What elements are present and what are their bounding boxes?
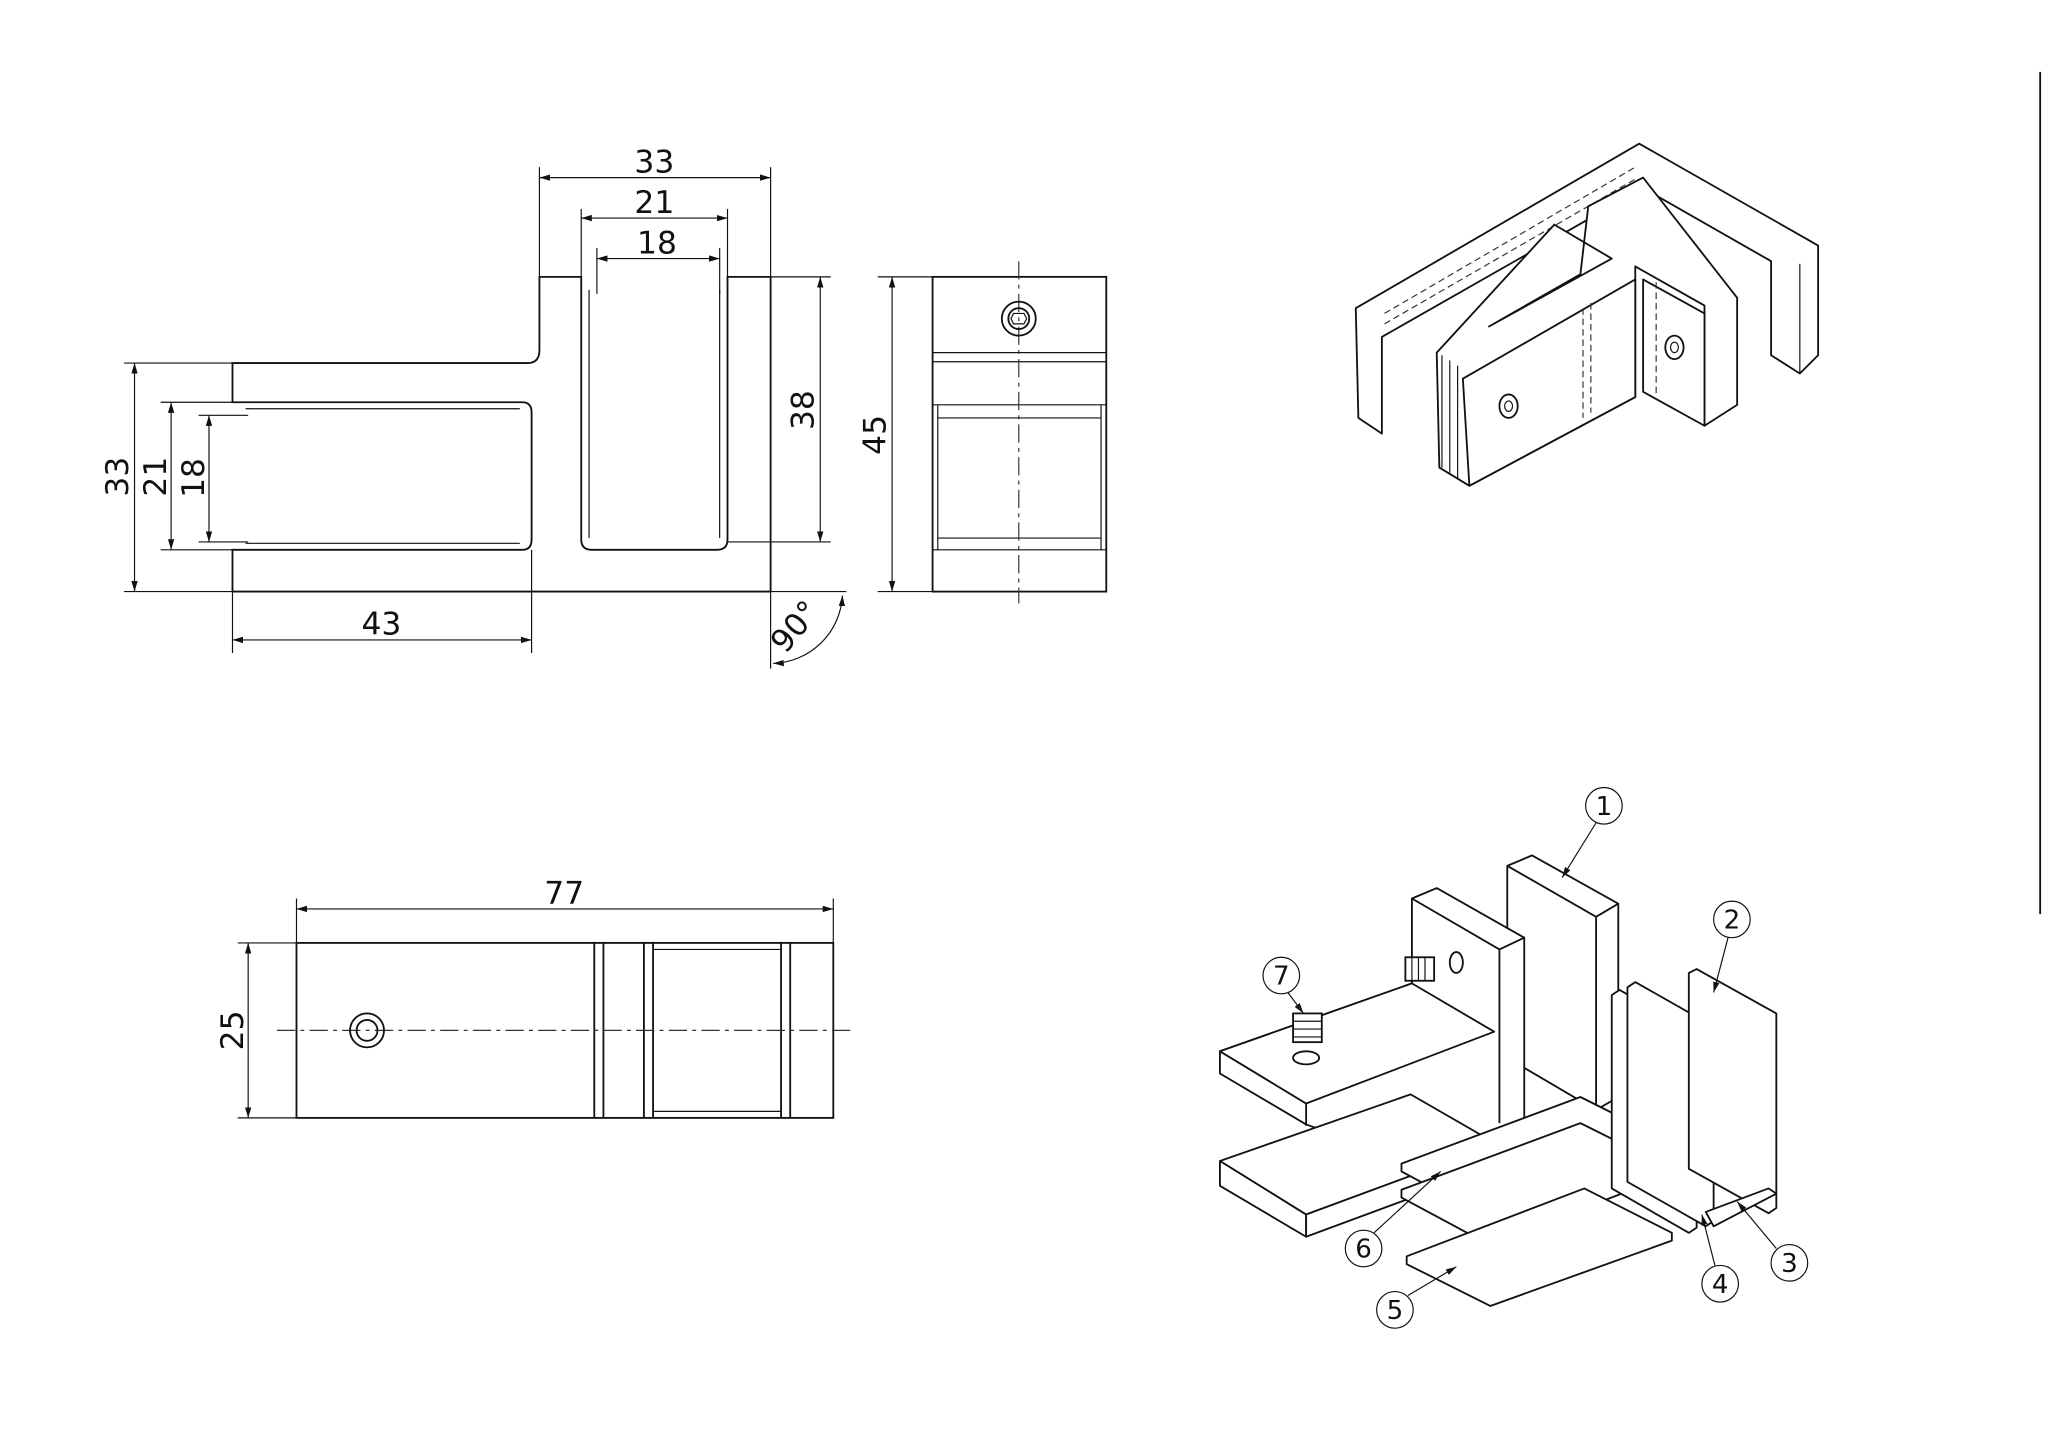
balloon-4: 4: [1701, 1214, 1740, 1303]
set-screw-icon: [1404, 956, 1436, 982]
dim-top-outer: 33: [634, 144, 674, 180]
dim-side-height: 45: [858, 415, 894, 455]
dim-right-height: 38: [786, 390, 822, 430]
svg-text:5: 5: [1387, 1296, 1404, 1326]
svg-text:4: 4: [1712, 1270, 1729, 1300]
dim-left-mid: 21: [138, 457, 174, 497]
svg-text:7: 7: [1273, 962, 1290, 992]
dim-top-inner: 18: [637, 225, 677, 261]
front-view: 33 21 18 38 33 21 18 43 90°: [100, 144, 847, 669]
balloon-5: 5: [1376, 1266, 1457, 1329]
dim-length: 77: [544, 876, 584, 912]
svg-text:3: 3: [1781, 1249, 1798, 1279]
dim-width: 25: [215, 1010, 251, 1050]
svg-text:6: 6: [1355, 1235, 1372, 1265]
bottom-view: 77 25: [215, 876, 852, 1119]
dim-left-inner: 18: [176, 458, 212, 498]
balloon-1: 1: [1561, 786, 1623, 878]
dim-left-outer: 33: [100, 457, 136, 497]
balloon-7: 7: [1262, 956, 1304, 1014]
set-screw-icon: [349, 1012, 385, 1049]
balloon-3: 3: [1736, 1201, 1809, 1282]
dim-bottom-width: 43: [361, 607, 401, 643]
svg-text:1: 1: [1596, 792, 1613, 822]
dim-top-mid: 21: [634, 185, 674, 221]
balloon-2: 2: [1713, 900, 1751, 993]
set-screw-icon: [1000, 300, 1037, 337]
side-view: 45: [858, 261, 1108, 604]
exploded-view: 1 2 3 4 5 6 7: [1219, 786, 1809, 1329]
isometric-assembled-view: [1354, 142, 1820, 487]
balloon-6: 6: [1344, 1171, 1442, 1268]
svg-text:2: 2: [1724, 906, 1741, 936]
dim-angle: 90°: [764, 594, 827, 660]
set-screw-icon: [1292, 1012, 1323, 1044]
